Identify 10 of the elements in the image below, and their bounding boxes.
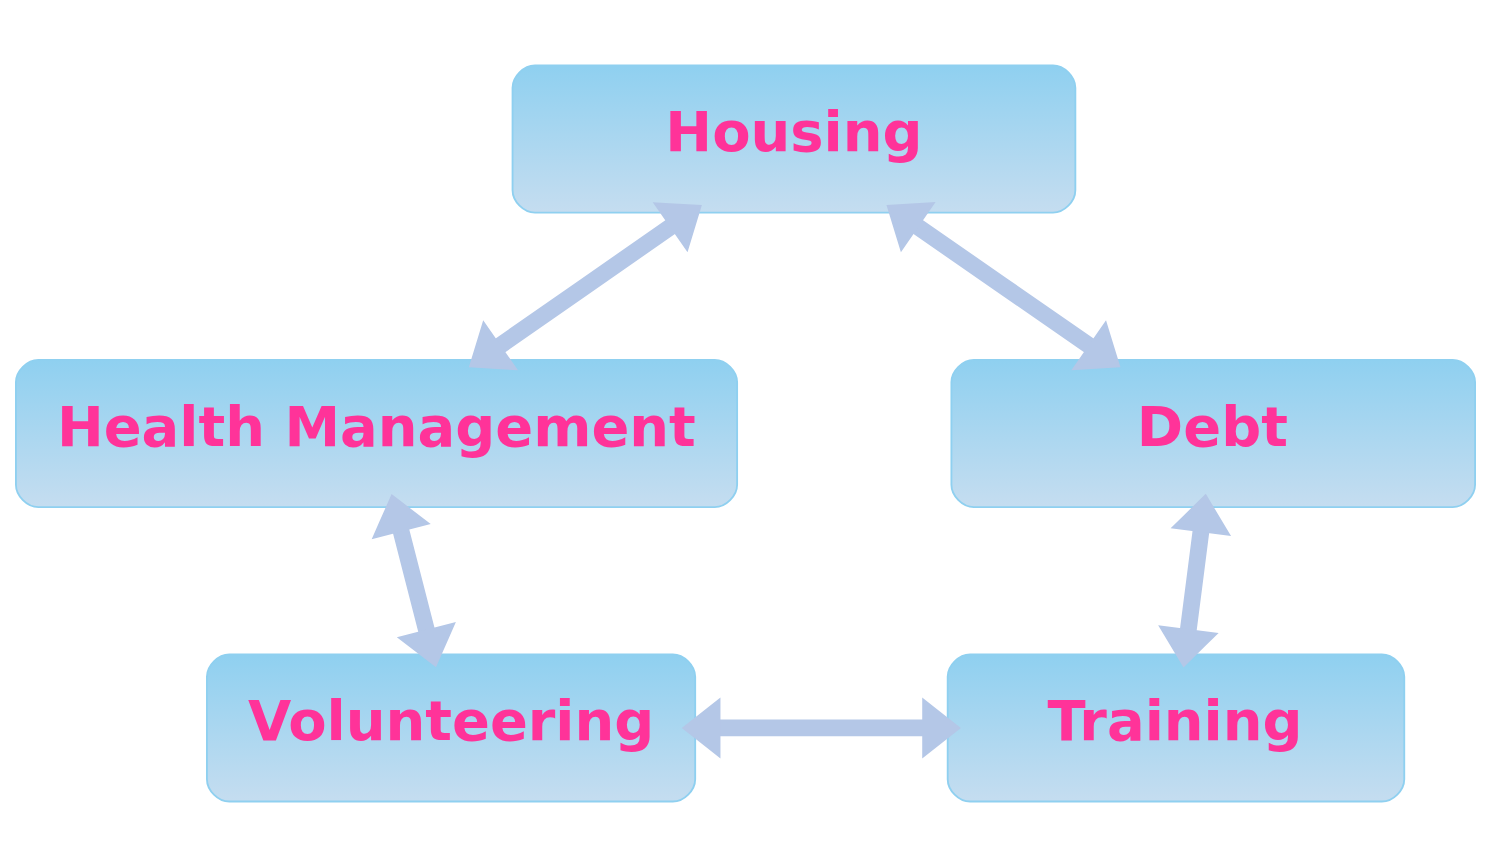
node-box: Health Management [15,358,739,509]
arrow [681,697,961,759]
node-box: Training [946,653,1406,803]
node-box: Housing [511,64,1077,214]
node-box: Debt [950,358,1476,509]
arrow [886,202,1121,371]
arrow [1158,493,1232,668]
arrow [371,494,456,668]
node-box: Volunteering [206,653,697,803]
arrow [468,202,702,371]
